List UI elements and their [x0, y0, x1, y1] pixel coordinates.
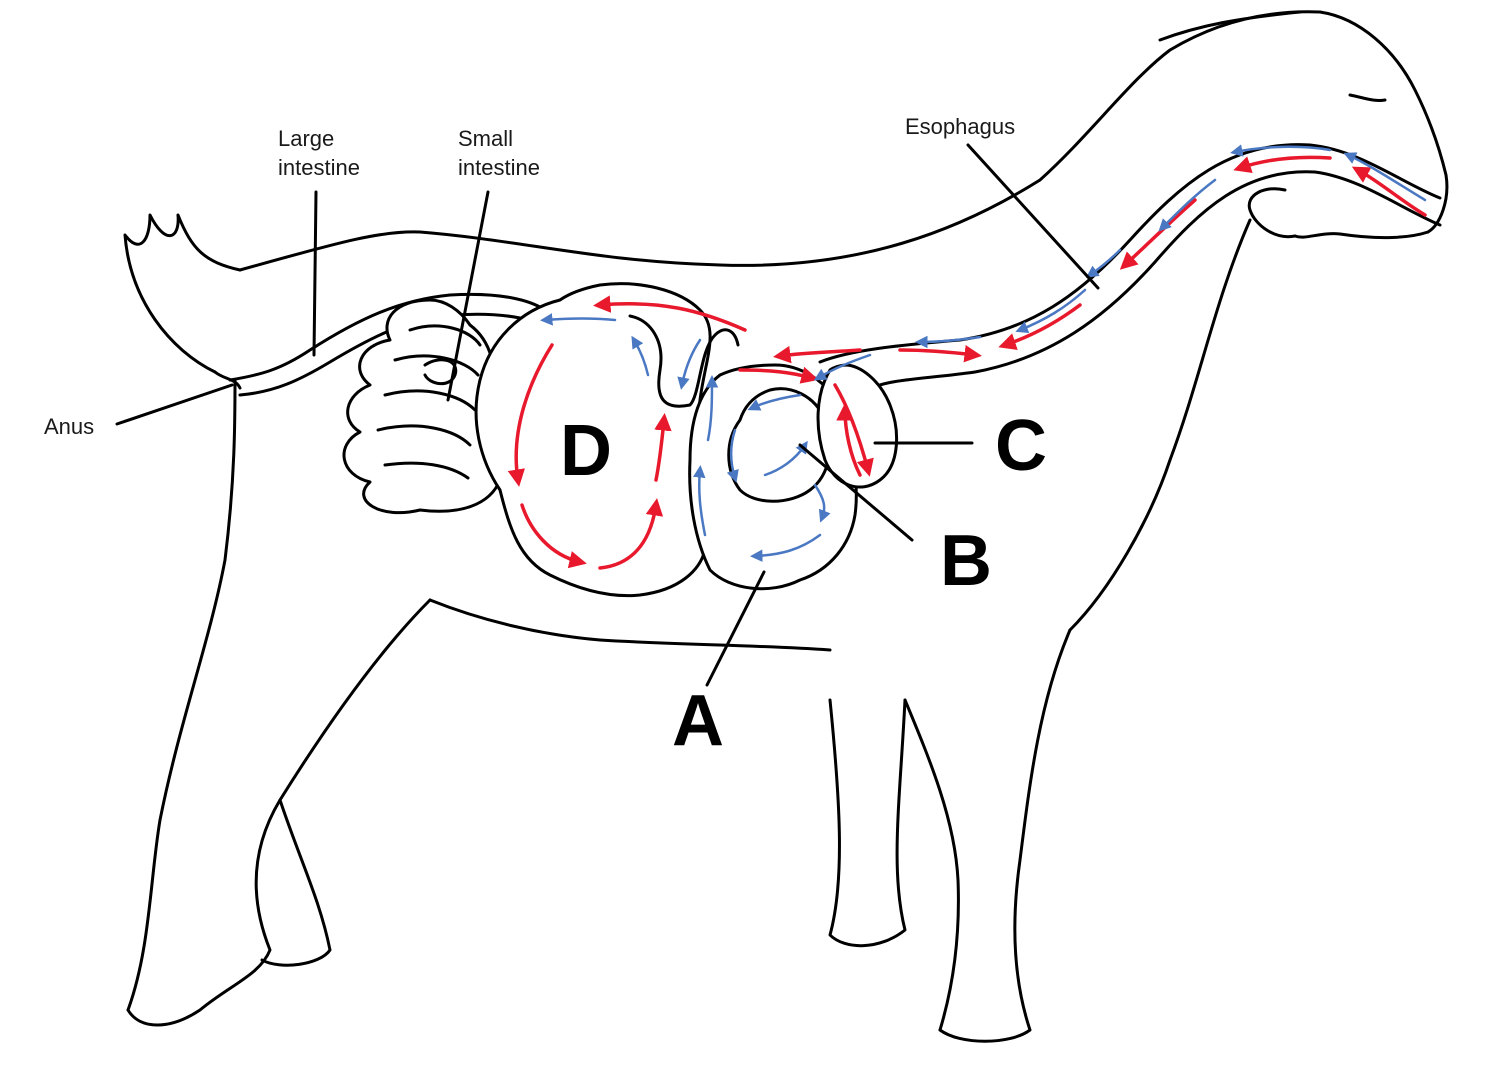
stomach-chambers [476, 284, 896, 596]
leader-a [707, 572, 764, 685]
leader-esophagus [968, 145, 1098, 288]
label-c: C [995, 406, 1047, 486]
label-large-intestine-line1: Large [278, 126, 334, 151]
label-large-intestine-line2: intestine [278, 155, 360, 180]
label-anus: Anus [44, 414, 94, 439]
label-small-intestine-line2: intestine [458, 155, 540, 180]
label-d: D [560, 411, 612, 491]
leader-anus [117, 385, 232, 424]
label-esophagus: Esophagus [905, 114, 1015, 139]
label-b: B [940, 521, 992, 601]
label-a: A [672, 681, 724, 761]
leader-large-intestine [314, 192, 316, 355]
label-small-intestine-line1: Small [458, 126, 513, 151]
esophagus-tube [820, 145, 1440, 395]
